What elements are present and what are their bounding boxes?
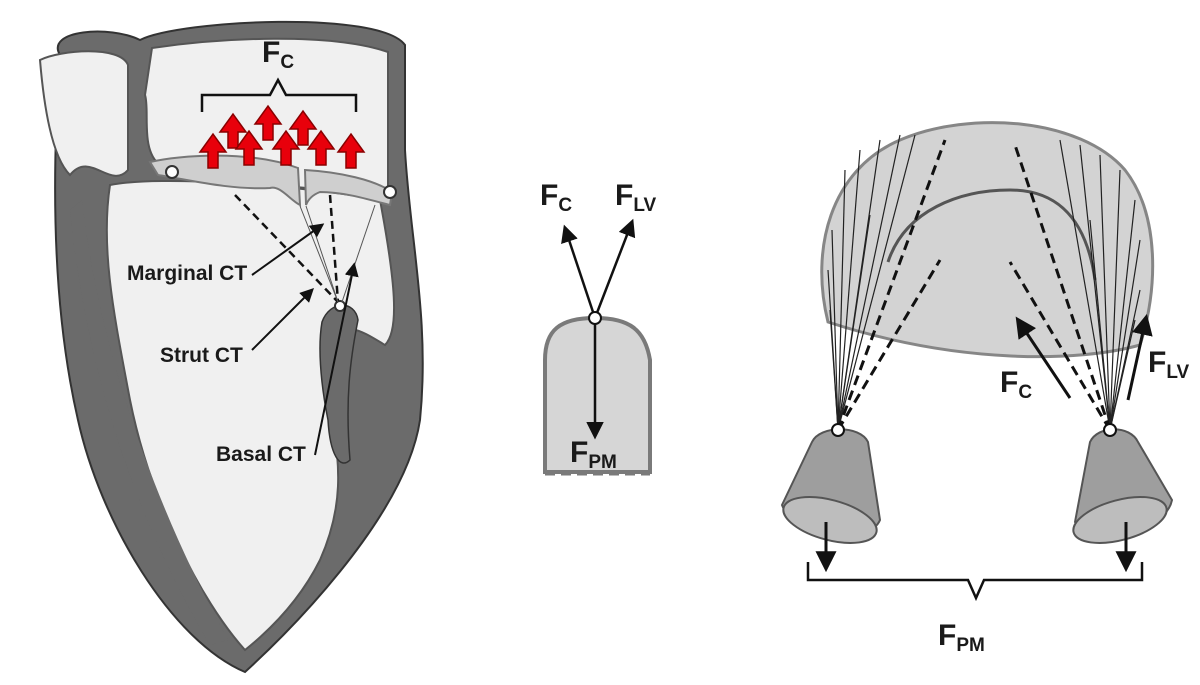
red-arrow-5 — [271, 129, 301, 166]
papillary-muscle-outline — [543, 315, 652, 474]
red-arrow-8 — [336, 132, 366, 169]
strut-chordae-dashed — [836, 139, 1112, 431]
chorda — [1099, 154, 1111, 431]
strut-chorda-dashed-1 — [234, 194, 339, 303]
chorda — [829, 309, 839, 431]
strut-pointer — [251, 288, 314, 351]
chorda — [1109, 239, 1141, 431]
chorda — [837, 214, 871, 431]
dashed-chorda — [836, 259, 942, 431]
annulus-node-left — [165, 165, 179, 179]
fpm-label-middle: FPM — [570, 436, 617, 473]
right-chordae-fan — [1059, 139, 1141, 431]
septum — [70, 200, 228, 645]
chorda — [837, 169, 846, 431]
strut-chorda-dashed-2 — [328, 194, 340, 303]
force-node — [588, 311, 602, 325]
chorda — [1109, 199, 1136, 431]
fc-brace-left — [200, 77, 358, 112]
marginal-ct-label: Marginal CT — [127, 262, 247, 285]
flv-vector-right — [1126, 313, 1153, 401]
fpm-label-right: FPM — [938, 619, 985, 656]
red-arrow-6 — [288, 109, 318, 146]
mitral-leaflet-anterior — [148, 154, 302, 207]
fc-label-middle: FC — [540, 179, 572, 216]
red-arrow-3 — [234, 129, 264, 166]
basal-pointer — [314, 262, 359, 456]
dashed-chorda — [836, 139, 947, 431]
left-chordae-fan — [827, 134, 916, 431]
fpm-brace — [806, 562, 1144, 602]
basal-chorda — [341, 204, 376, 303]
valve-apparatus-diagram: FC FLV FPM — [780, 121, 1190, 656]
strut-ct-label: Strut CT — [160, 344, 243, 367]
chorda — [1059, 139, 1111, 431]
chorda — [1109, 319, 1136, 431]
mitral-leaflet-posterior — [303, 168, 394, 207]
chorda — [837, 134, 916, 431]
fc-vector-right — [1015, 316, 1072, 399]
papillary-muscle — [319, 304, 359, 464]
pm-tip-left — [831, 423, 845, 437]
marginal-chorda-1 — [299, 205, 339, 303]
chorda — [837, 134, 901, 431]
fc-vector — [561, 224, 597, 319]
annulus-node-right — [383, 185, 397, 199]
basal-ct-label: Basal CT — [216, 443, 306, 466]
red-arrow-4 — [253, 104, 283, 141]
chorda — [1089, 219, 1111, 431]
force-balance-diagram: FC FLV FPM — [540, 179, 657, 476]
fc-label-left: FC — [262, 36, 294, 73]
coaptation-line — [886, 188, 1097, 281]
marginal-chorda-2 — [305, 205, 339, 303]
red-arrow-1 — [198, 132, 228, 169]
pm-tip-right — [1103, 423, 1117, 437]
heart-cross-section: FC Marginal CT Strut CT Basal CT — [38, 20, 424, 674]
chorda — [831, 229, 839, 431]
dashed-chorda — [1008, 261, 1112, 431]
fc-label-right: FC — [1000, 366, 1032, 403]
dashed-chorda — [1013, 144, 1112, 431]
mitral-valve-dome — [820, 121, 1155, 359]
marginal-pointer — [251, 223, 325, 276]
chorda — [837, 149, 861, 431]
red-arrow-7 — [306, 129, 336, 166]
flv-vector — [593, 218, 636, 319]
chorda — [1109, 169, 1121, 431]
papillary-tip-node — [334, 300, 346, 312]
chordal-force-arrows — [198, 104, 366, 169]
flv-label-middle: FLV — [615, 179, 657, 216]
aortic-root — [38, 50, 129, 177]
flv-label-right: FLV — [1148, 346, 1190, 383]
